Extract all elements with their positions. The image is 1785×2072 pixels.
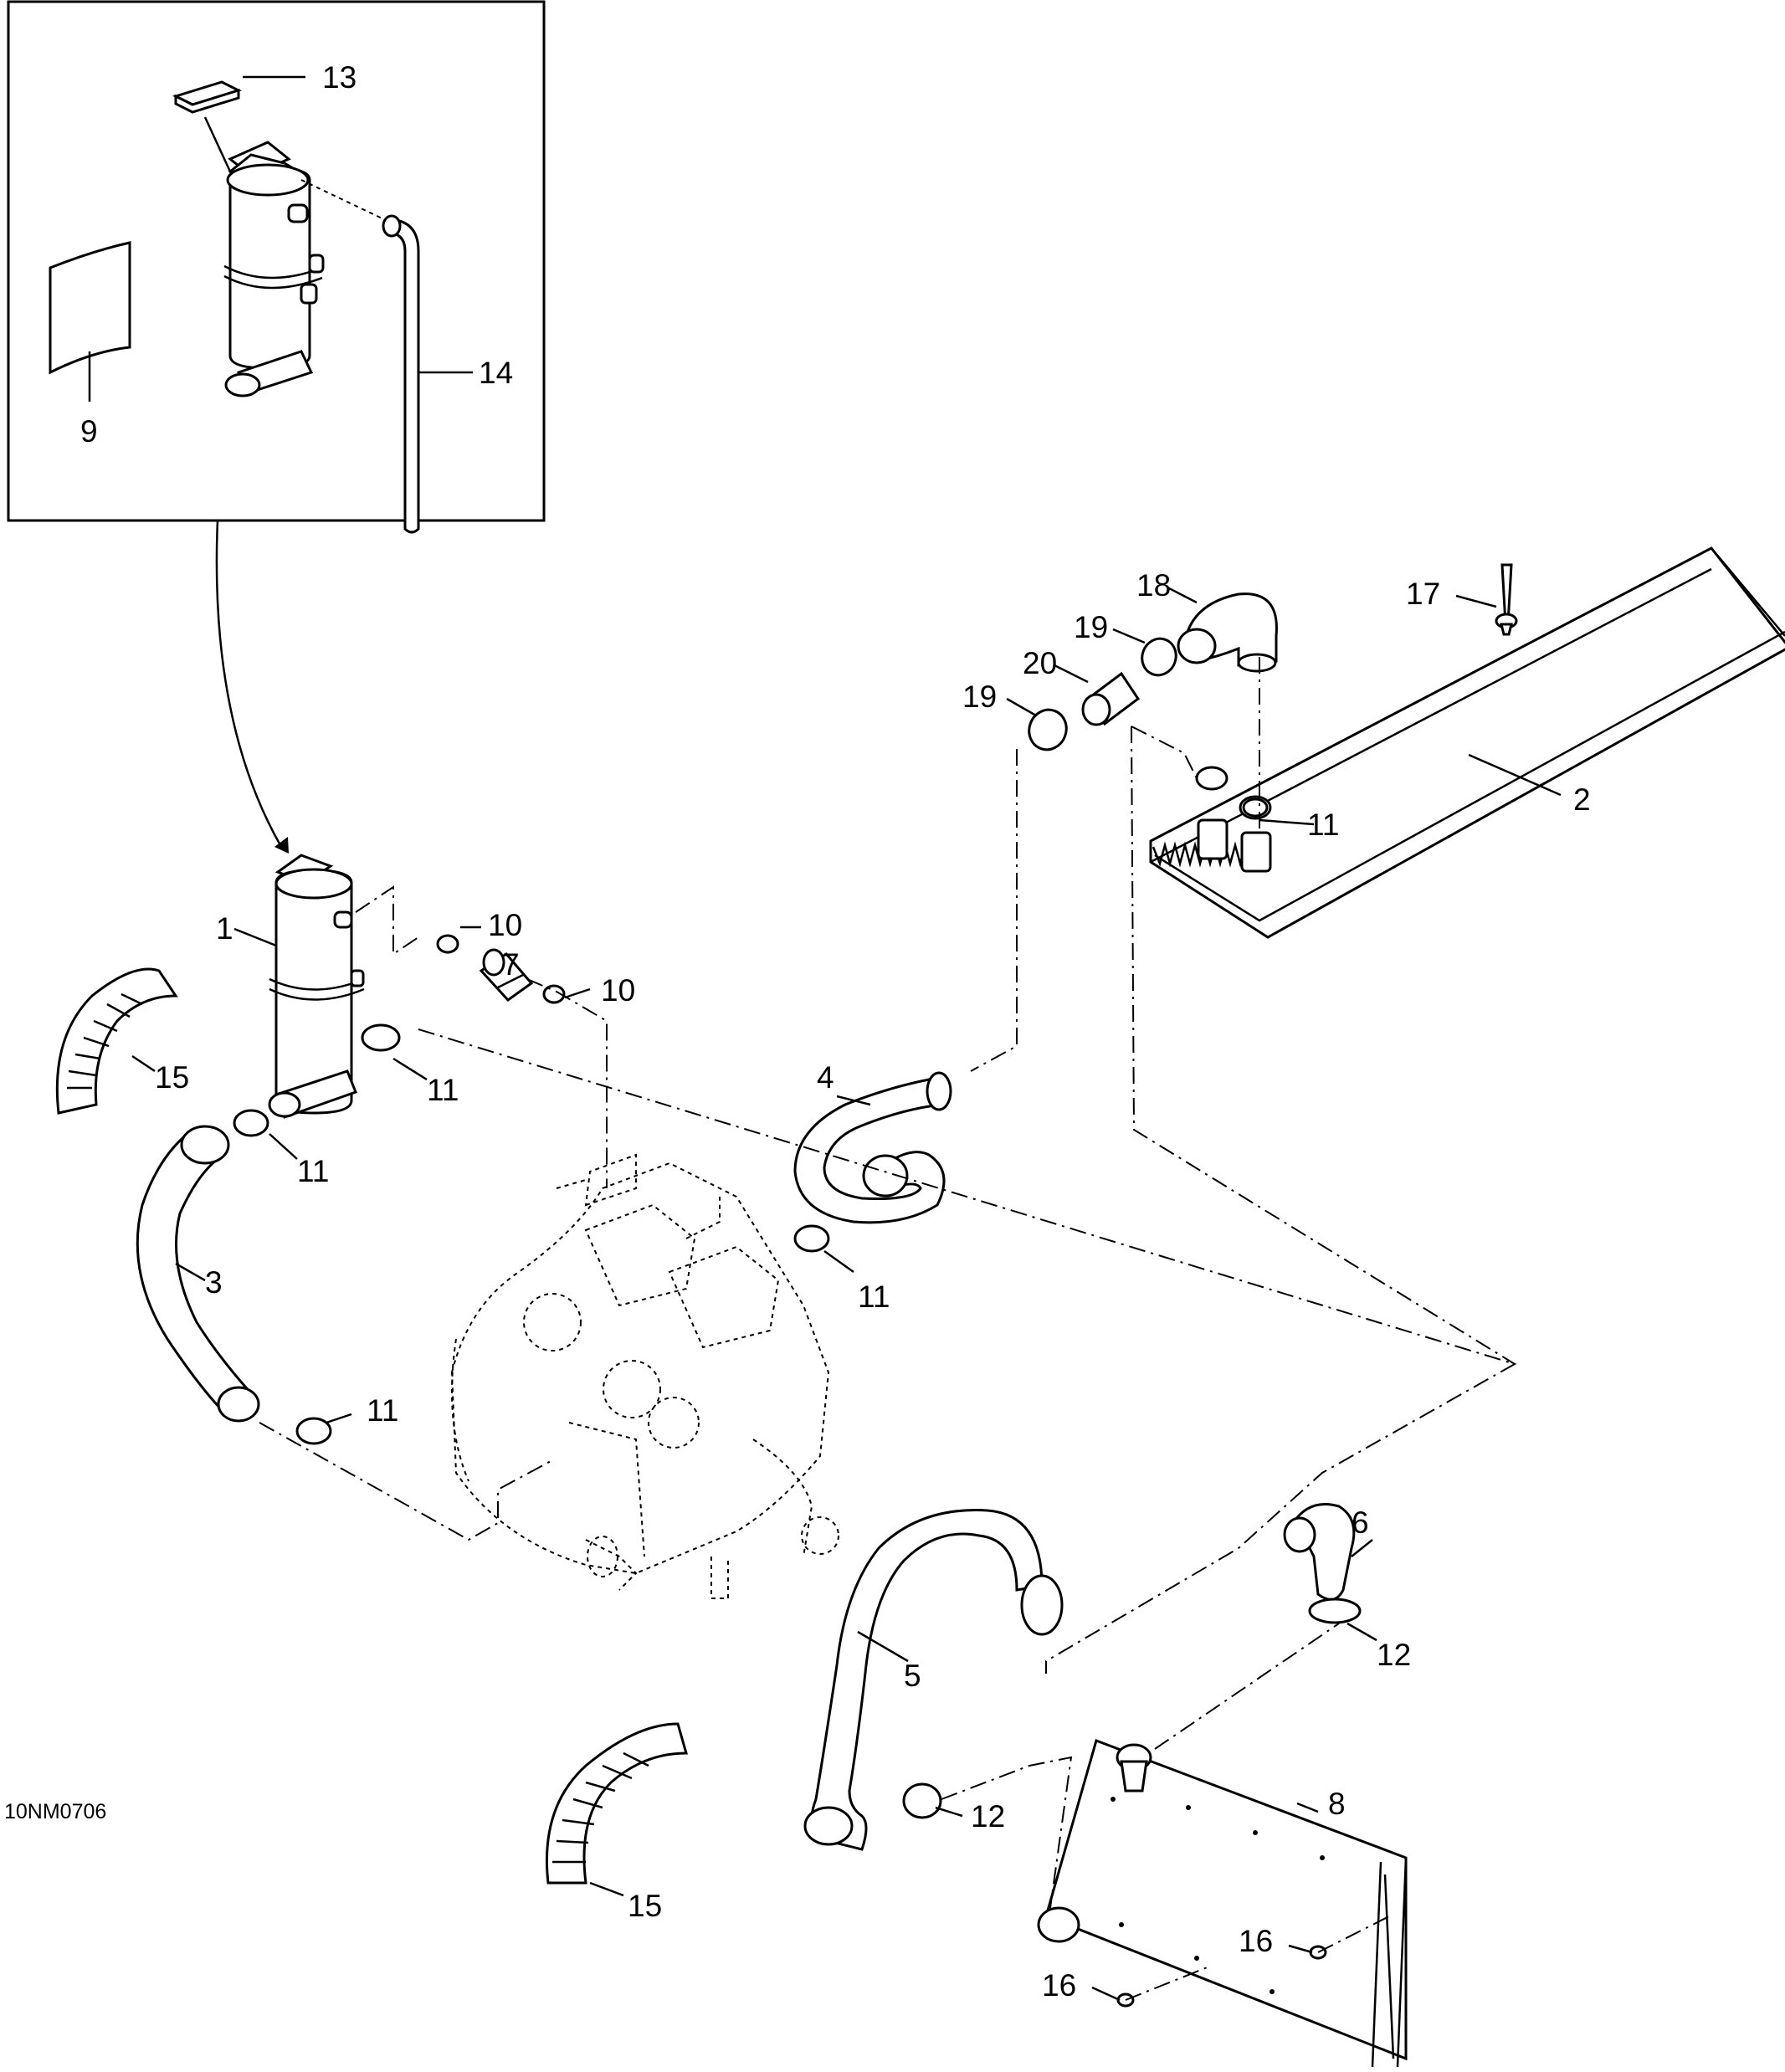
callout-11-radiator: 11: [1307, 808, 1339, 842]
hose-clamp-small-lower: [542, 984, 566, 1004]
coolant-hose-5: [803, 1509, 1064, 1851]
connection-line-hose4: [970, 749, 1018, 1072]
hose-ring-12-lower: [902, 1782, 942, 1819]
callout-4: 4: [817, 1060, 834, 1095]
callout-14: 14: [479, 356, 513, 390]
callout-15-right: 15: [628, 1889, 662, 1923]
coolant-hose-4: [793, 1071, 952, 1224]
callout-15-left: 15: [155, 1060, 189, 1095]
coolant-reservoir: [268, 854, 365, 1119]
callout-16-upper: 16: [1239, 1924, 1273, 1958]
o-ring-upper: [1141, 637, 1177, 677]
callout-12-upper: 12: [1377, 1638, 1411, 1672]
elbow-fitting-6: [1283, 1503, 1356, 1601]
connection-line-rear: [941, 1623, 1340, 1909]
callout-19-lower: 19: [962, 680, 997, 714]
callout-11-reservoir-right: 11: [427, 1073, 459, 1107]
engine-phantom: [450, 1153, 839, 1599]
vent-tube: [479, 948, 534, 1002]
overflow-hose: [300, 179, 420, 534]
callout-18: 18: [1136, 568, 1171, 603]
flex-hose-right: [545, 1722, 688, 1885]
rivet: [1495, 563, 1518, 636]
o-ring-lower: [1028, 708, 1068, 751]
connection-line-vent: [355, 885, 608, 1188]
callout-13: 13: [322, 60, 356, 95]
callout-labels: 13 14 9 1 2 3 4 5 6 7 8 10 10 11 11 11 1…: [4, 60, 1591, 2003]
heat-exchanger: [1149, 546, 1785, 939]
inset-coolant-reservoir: [203, 116, 325, 397]
callout-2: 2: [1573, 782, 1591, 817]
callout-11-engine: 11: [858, 1280, 890, 1314]
callout-3: 3: [205, 1265, 223, 1300]
callout-11-reservoir-left: 11: [297, 1154, 329, 1188]
hose-ring-12-upper: [1308, 1598, 1362, 1624]
leader-lines: [88, 75, 1562, 2002]
callout-17: 17: [1406, 577, 1440, 611]
drawing-code: 10NM0706: [4, 1800, 106, 1823]
callout-7: 7: [502, 947, 520, 982]
connection-line-screws: [1125, 1916, 1390, 2001]
connection-line-lower: [259, 1422, 553, 1541]
hose-clamp-small-upper: [436, 934, 459, 954]
callout-10-upper: 10: [488, 908, 522, 942]
connection-line-elbow: [1131, 657, 1260, 828]
callout-12-lower: 12: [971, 1799, 1005, 1834]
rear-heat-exchanger: [1037, 1739, 1408, 2068]
elbow-fitting: [1177, 592, 1278, 673]
callout-20: 20: [1023, 646, 1057, 680]
hose-clamp-reservoir-left: [233, 1109, 269, 1137]
callout-19-upper: 19: [1074, 610, 1108, 644]
hose-clamp-engine-top: [793, 1224, 830, 1253]
callout-10-lower: 10: [601, 973, 635, 1008]
callout-11-lower: 11: [367, 1393, 398, 1428]
callout-9: 9: [80, 414, 98, 449]
coolant-hose-3: [136, 1125, 260, 1423]
callout-5: 5: [904, 1659, 921, 1693]
hose-clamp-lower-left: [295, 1417, 332, 1445]
flex-hose-left: [55, 967, 178, 1115]
callout-8: 8: [1328, 1787, 1346, 1821]
callout-1: 1: [216, 911, 233, 946]
hose-clamp-radiator: [1242, 798, 1269, 818]
connection-line-radiator-return: [1131, 726, 1516, 1365]
decal-sheet: [49, 241, 131, 375]
callout-6: 6: [1352, 1505, 1369, 1540]
callout-16-lower: 16: [1042, 1968, 1076, 2003]
inset-reference-arrow: [215, 520, 289, 854]
connection-line-reservoir-engine: [418, 1028, 1517, 1674]
inset-detail-box: [7, 0, 546, 534]
hose-clamp-reservoir-right: [361, 1023, 401, 1052]
pressure-cap: [172, 80, 243, 114]
connector-tube: [1081, 671, 1141, 726]
